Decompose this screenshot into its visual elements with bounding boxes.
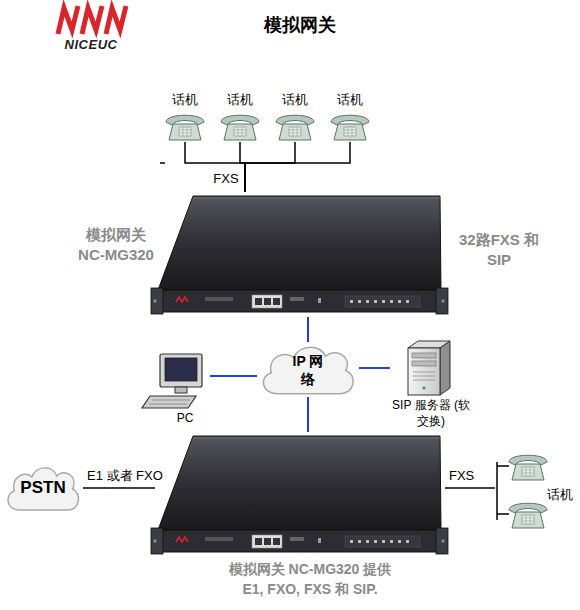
gateway-name: 模拟网关 NC-MG320 [72, 225, 160, 264]
server-icon [413, 380, 435, 381]
server-icon [408, 341, 450, 395]
server-icon [422, 386, 425, 389]
gateway-caption: 模拟网关 NC-MG320 提供 E1, FXO, FXS 和 SIP. [222, 560, 398, 599]
phone-bus [497, 465, 509, 467]
phone-icon [276, 115, 314, 140]
pc-icon [142, 396, 196, 408]
connector-line [245, 142, 295, 192]
cloud-label: IP 网络 [288, 353, 328, 388]
phone-node: 话机 [218, 90, 262, 142]
pc-icon [165, 358, 197, 381]
server-icon [440, 341, 450, 395]
logo-mark [106, 6, 126, 34]
connector-line [359, 367, 390, 369]
pc-icon [175, 387, 187, 393]
edge-label: FXS [449, 468, 489, 484]
phone-icon [221, 115, 259, 140]
phone-node: 话机 [273, 90, 317, 142]
pc-icon [160, 354, 202, 387]
phone-label: 话机 [218, 92, 262, 108]
cloud-node: IP 网络 [257, 342, 359, 397]
pc-label: PC [150, 410, 220, 426]
phone-icon [166, 115, 369, 140]
edge-label: E1 或者 FXO [87, 468, 167, 484]
phone-bus [160, 162, 165, 164]
phone-label: 话机 [273, 92, 317, 108]
logo-text: NICEUC [50, 37, 132, 52]
connector-line [245, 142, 350, 192]
server-icon [413, 372, 435, 373]
connector-line [83, 487, 155, 489]
logo-mark [58, 6, 78, 34]
gateway-node: 模拟网关 NC-MG320 32路FXS 和 SIP [72, 192, 548, 317]
cloud-shape [257, 342, 359, 397]
gateway-device [151, 436, 448, 554]
cloud-outline [263, 347, 353, 393]
pc-node: PC [140, 350, 210, 428]
server-icon [413, 376, 435, 377]
gateway-device [151, 196, 448, 314]
connector-line [307, 317, 309, 342]
server-icon [408, 348, 440, 395]
gateway-device [151, 196, 448, 554]
connector-line [445, 487, 495, 489]
server-icon [412, 353, 436, 358]
phone-node: 话机 [328, 90, 372, 142]
connector-line [307, 397, 309, 432]
server-icon [412, 361, 436, 366]
server-node: SIP 服务器 (软交换) [390, 335, 472, 433]
connector-line [240, 142, 245, 192]
phone-bus [160, 163, 509, 520]
logo-mark [82, 6, 102, 34]
cloud-label: PSTN [3, 477, 83, 498]
phone-group-node: 话机 [495, 452, 577, 528]
phone-node: 话机 [163, 90, 207, 142]
phone-icon [331, 115, 369, 140]
pc-icon [149, 404, 187, 405]
gateway-node: 模拟网关 NC-MG320 提供 E1, FXO, FXS 和 SIP. [155, 432, 445, 602]
gateway-spec: 32路FXS 和 SIP [453, 230, 545, 269]
phone-icon [509, 503, 547, 528]
cloud-node: PSTN [3, 463, 83, 513]
phone-label: 话机 [163, 92, 207, 108]
phone-label: 话机 [328, 92, 372, 108]
phone-icon [166, 115, 204, 140]
diagram-title: 模拟网关 [230, 13, 370, 37]
connector-line [210, 375, 257, 377]
server-label: SIP 服务器 (软交换) [390, 397, 472, 429]
edge-label: FXS [209, 171, 243, 187]
phone-bus [497, 513, 509, 515]
pc-icon [142, 354, 202, 408]
connector-line [185, 142, 245, 192]
logo-mark [58, 6, 126, 34]
phone-icon [509, 455, 547, 528]
phone-bus [496, 462, 498, 520]
pc-icon [152, 400, 190, 401]
phone-label: 话机 [543, 487, 577, 503]
phone-icon [509, 455, 547, 480]
